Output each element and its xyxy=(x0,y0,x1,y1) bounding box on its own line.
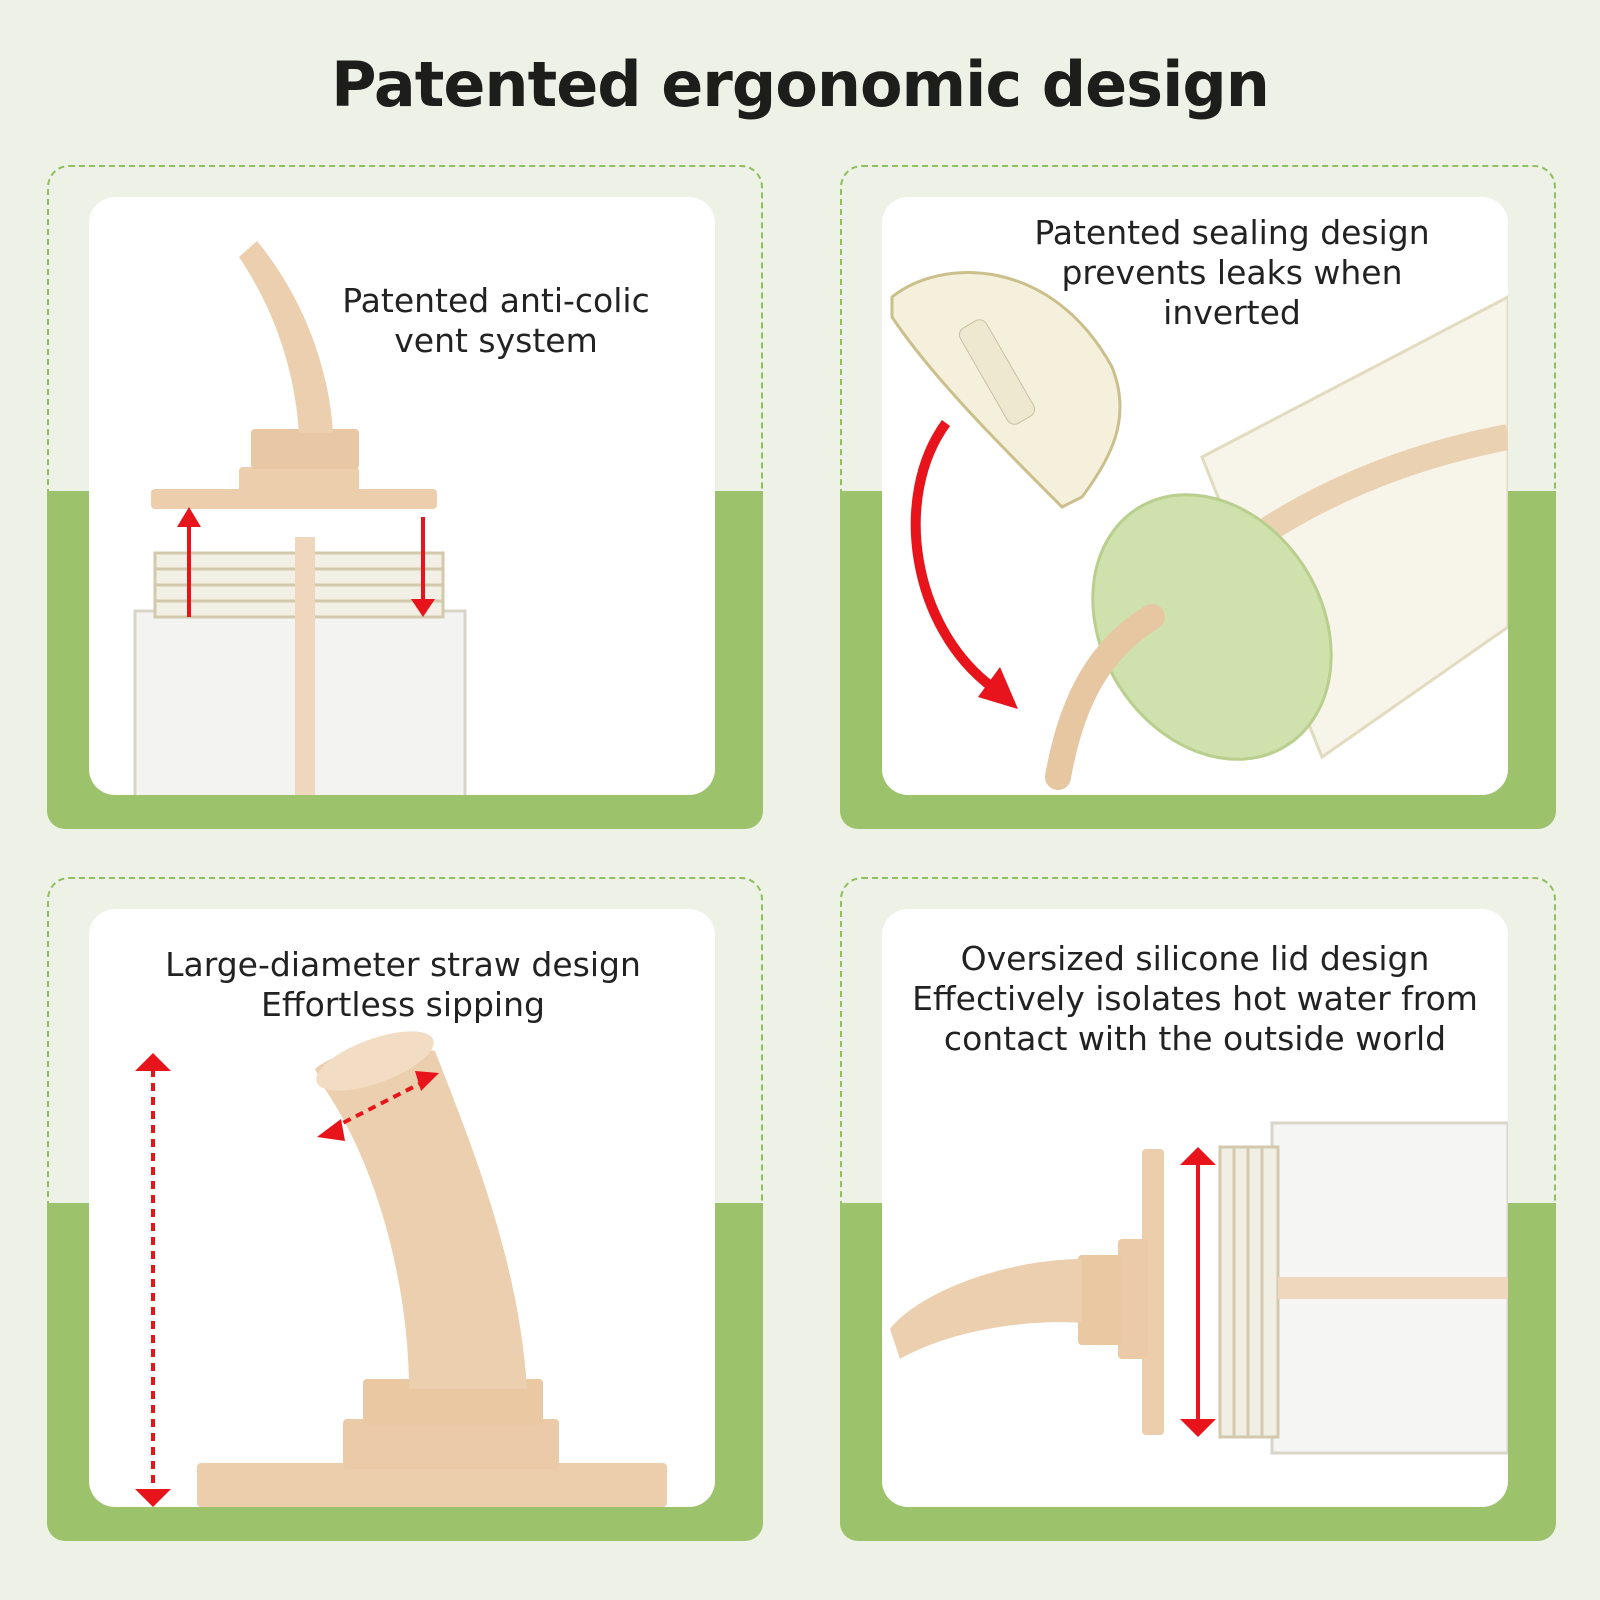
feature-panel-silicone-lid: Oversized silicone lid design Effectivel… xyxy=(840,877,1556,1541)
feature-caption: Large-diameter straw design Effortless s… xyxy=(165,945,641,1024)
vent-system-illustration xyxy=(133,241,467,795)
dashed-frame xyxy=(840,165,1556,507)
dashed-frame xyxy=(840,877,1556,1219)
feature-caption: Patented sealing design prevents leaks w… xyxy=(1034,213,1430,332)
large-straw-illustration xyxy=(135,1031,667,1507)
feature-card: Oversized silicone lid design Effectivel… xyxy=(882,909,1508,1507)
feature-panel-anti-colic: Patented anti-colic vent system xyxy=(47,165,763,829)
page-title: Patented ergonomic design xyxy=(331,48,1270,121)
dashed-frame xyxy=(47,165,763,507)
feature-panel-large-straw: Large-diameter straw design Effortless s… xyxy=(47,877,763,1541)
feature-caption: Oversized silicone lid design Effectivel… xyxy=(912,939,1478,1058)
feature-panel-sealing: Patented sealing design prevents leaks w… xyxy=(840,165,1556,829)
silicone-lid-illustration xyxy=(890,1121,1508,1455)
feature-card: Patented sealing design prevents leaks w… xyxy=(882,197,1508,795)
dashed-frame xyxy=(47,877,763,1219)
feature-card: Large-diameter straw design Effortless s… xyxy=(89,909,715,1507)
sealing-lid-illustration xyxy=(890,271,1508,790)
feature-card: Patented anti-colic vent system xyxy=(89,197,715,795)
feature-caption: Patented anti-colic vent system xyxy=(342,281,650,360)
